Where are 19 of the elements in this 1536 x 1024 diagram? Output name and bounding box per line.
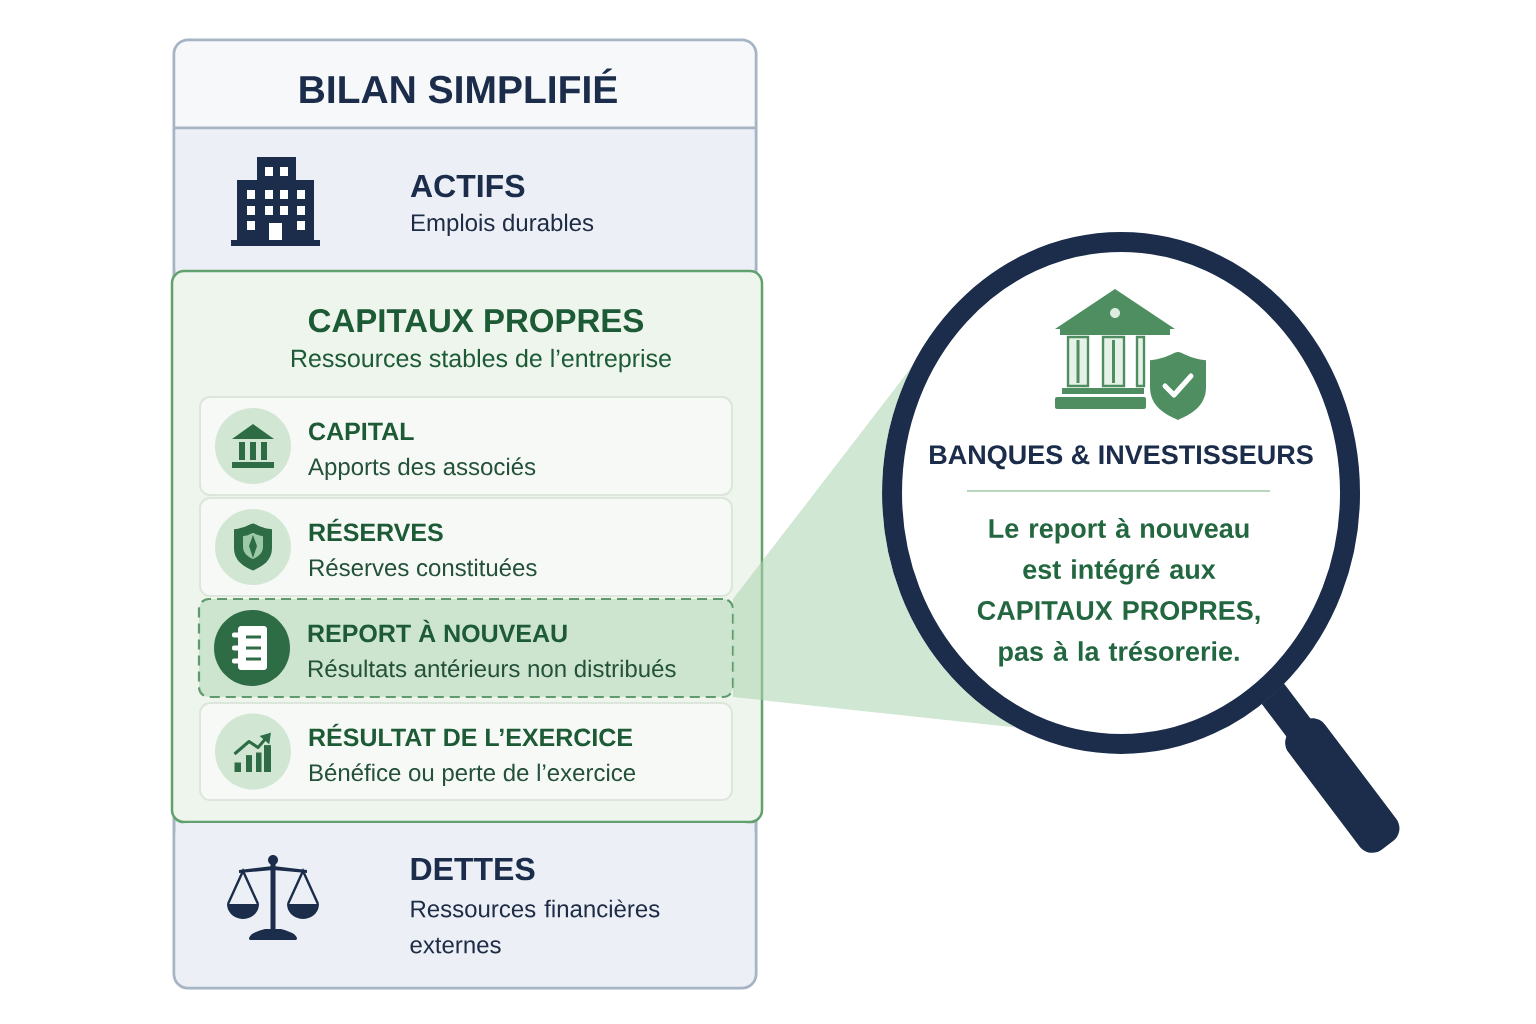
- callout-heading: BANQUES & INVESTISSEURS: [930, 445, 1313, 470]
- item-card: [199, 702, 733, 801]
- title: BILAN SIMPLIFIÉ: [300, 68, 617, 104]
- item-description: Réserves constituées: [310, 558, 537, 577]
- magnifier-cone: [733, 366, 1017, 728]
- item-heading: RÉSERVES: [309, 518, 443, 542]
- item-description: Résultats antérieurs non distribués: [309, 659, 676, 678]
- highlighted-item-card: [197, 597, 735, 699]
- item-card: [199, 497, 733, 597]
- callout-text: Le report à nouveau est intégré aux CAPITAUX PROPRES, pas à la trésorerie.: [977, 518, 1260, 667]
- item-description: Bénéfice ou perte de l’exercice: [310, 763, 636, 786]
- group-heading: CAPITAUX PROPRES: [308, 308, 644, 333]
- item-description: Apports des associés: [308, 457, 536, 480]
- group-subtitle: Ressources stables de l’entreprise: [292, 348, 671, 373]
- item-heading: RÉSULTAT DE L’EXERCICE: [309, 723, 633, 747]
- item-heading: CAPITAL: [309, 422, 414, 441]
- item-card: [199, 396, 733, 496]
- magnifier-lens: [882, 232, 1360, 754]
- item-heading: REPORT À NOUVEAU: [308, 619, 567, 643]
